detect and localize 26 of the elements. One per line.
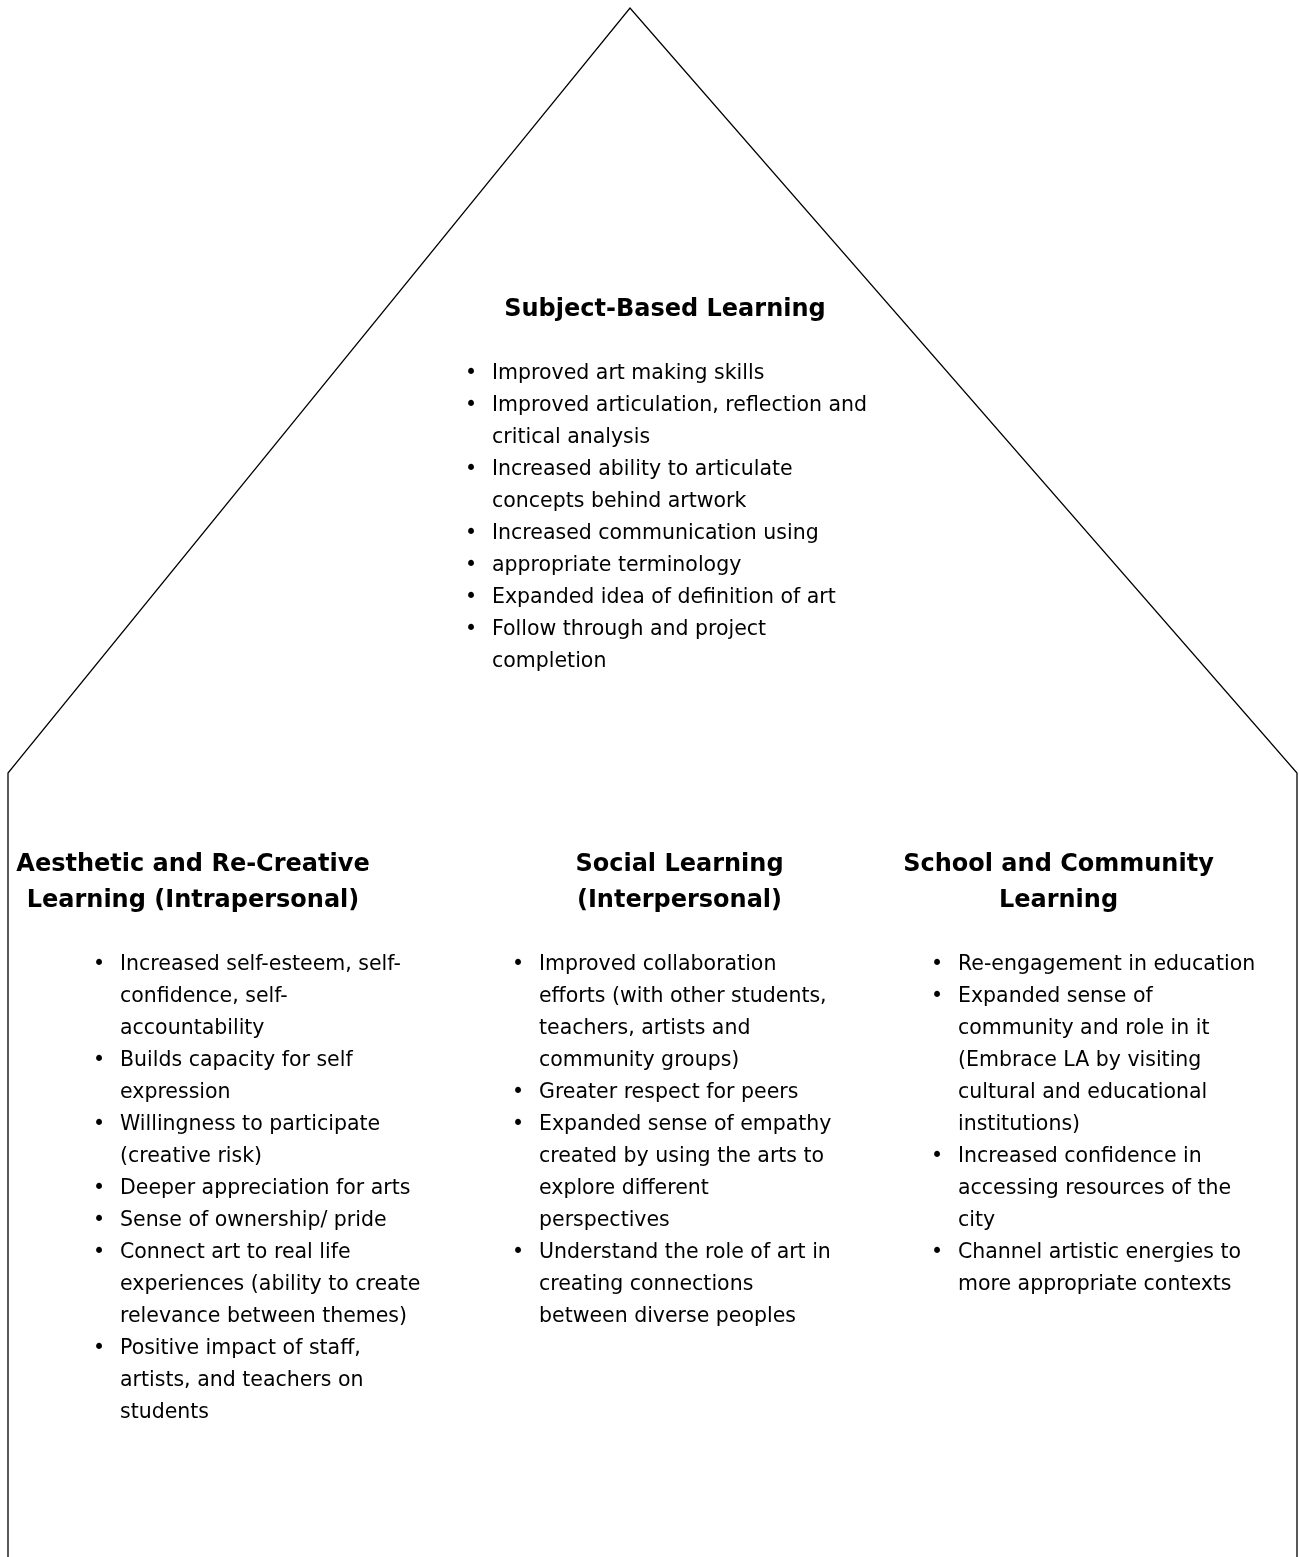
bullet-item: • Understand the role of art in creating connections between diverse peoples (510, 1238, 832, 1329)
bullet-item: • Increased confidence in accessing resources of the city (929, 1142, 1233, 1233)
bullet-item: • Positive impact of staff, artists, and teachers on students (91, 1334, 365, 1425)
bullet-item: • Greater respect for peers (510, 1078, 800, 1105)
bullet-item: • Increased communication using (463, 519, 820, 546)
bullet-item: • Increased self-esteem, self-confidence, self-accountability (91, 950, 402, 1041)
section-heading: Aesthetic and Re-Creative Learning (Intrapersonal) (15, 848, 371, 915)
bullet-item: • Increased ability to articulate concepts behind artwork (463, 455, 794, 514)
section-heading: Social Learning (Interpersonal) (574, 848, 785, 915)
bullet-item: • Expanded sense of community and role in it (Embrace LA by visiting cultural and educational institutions) (929, 982, 1211, 1137)
bullet-item: • Improved articulation, reflection and critical analysis (463, 391, 869, 450)
bullet-item: • Sense of ownership/ pride (91, 1206, 388, 1233)
bullet-item: • Expanded sense of empathy created by using the arts to explore different perspectives (510, 1110, 833, 1233)
bullet-item: • Channel artistic energies to more appropriate contexts (929, 1238, 1242, 1297)
bullet-item: • Deeper appreciation for arts (91, 1174, 412, 1201)
bullet-item: • Builds capacity for self expression (91, 1046, 354, 1105)
bullet-item: • appropriate terminology (463, 551, 743, 578)
bullet-item: • Connect art to real life experiences (ability to create relevance between themes) (91, 1238, 422, 1329)
bullet-item: • Improved art making skills (463, 359, 766, 386)
bullet-item: • Willingness to participate (creative risk) (91, 1110, 382, 1169)
bullet-item: • Improved collaboration efforts (with other students, teachers, artists and community groups) (510, 950, 828, 1073)
bullet-item: • Re-engagement in education (929, 950, 1257, 977)
section-heading: Subject-Based Learning (503, 293, 827, 324)
bullet-item: • Expanded idea of definition of art (463, 583, 837, 610)
section-heading: School and Community Learning (902, 848, 1215, 915)
bullet-item: • Follow through and project completion (463, 615, 768, 674)
